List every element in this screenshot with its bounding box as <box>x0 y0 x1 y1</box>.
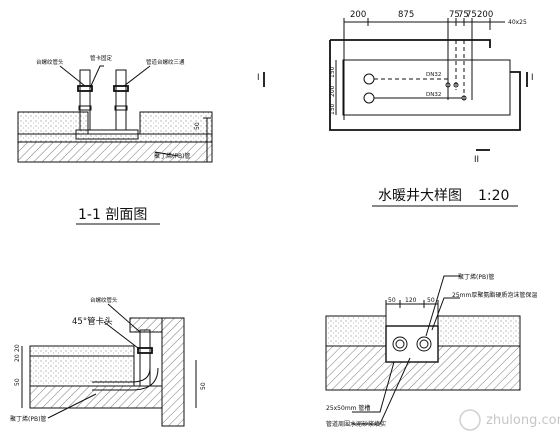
floor-screed-right <box>139 111 213 135</box>
trench-dim-50b: 50 <box>427 297 435 304</box>
plan-dim-75c: 75 <box>466 10 477 20</box>
elbow-dim-20b: 20 <box>14 344 21 352</box>
section-mark-left: I <box>257 73 260 83</box>
label-tee: 管道台螺纹三通 <box>146 58 185 66</box>
trench-screed-right <box>437 315 521 347</box>
watermark-text: zhulong.com <box>486 413 560 428</box>
plan-pipe-label-2: DN32 <box>426 92 441 98</box>
elbow-label-angle: 45°管卡头 <box>72 316 113 327</box>
pipe-circle-1 <box>363 73 375 85</box>
trench-box <box>385 325 439 363</box>
plan-dim-75a: 75 <box>449 10 460 20</box>
elbow-label-head: 台螺纹管头 <box>90 296 118 304</box>
trench-dim-120: 120 <box>405 297 417 304</box>
pipe-clamp-right <box>113 85 129 92</box>
plan-note-40x25: 40x25 <box>508 19 527 26</box>
elbow-dim-right-50: 50 <box>200 382 207 390</box>
floor-layer <box>17 133 213 143</box>
plan-dim-200a: 200 <box>350 10 366 20</box>
trench-pipe-1 <box>392 336 408 352</box>
section-1-1: 台螺纹管头 管卡固定 管道台螺纹三通 聚丁烯(PB)管 50 1-1 剖面图 <box>17 54 213 225</box>
elbow-pipe <box>92 367 151 383</box>
plan-detail: 200 875 75 75 75 200 40x25 DN32 DN32 150… <box>257 10 534 207</box>
trench-label-insulation: 25mm厚聚氨酯硬质泡沫管保温 <box>452 291 537 299</box>
elbow-label-pipe: 聚丁烯(PB)管 <box>10 415 46 423</box>
concrete-slab <box>17 141 213 163</box>
trench-label-fill: 管道周围水泥砂浆填实 <box>326 420 386 428</box>
elbow-section: 台螺纹管头 45°管卡头 聚丁烯(PB)管 50 20 20 50 <box>10 296 207 427</box>
plan-dim-75b: 75 <box>458 10 469 20</box>
trench-label-groove: 25x50mm 管槽 <box>326 404 370 412</box>
elbow-vertical-pipe <box>139 329 151 387</box>
plan-dim-200b: 200 <box>477 10 493 20</box>
trench-pipe-2 <box>416 336 432 352</box>
dim-50: 50 <box>194 122 201 130</box>
section-mark-right: I <box>531 73 534 83</box>
vertical-pipe-left <box>79 69 91 131</box>
vertical-pipe-right <box>115 69 127 131</box>
plan-side-dim-150b: 150 <box>329 103 336 115</box>
section-title: 1-1 剖面图 <box>78 207 147 223</box>
embedded-pipe <box>75 129 139 140</box>
elbow-slab <box>29 385 163 409</box>
plan-scale: 1:20 <box>478 188 509 204</box>
wall <box>161 317 185 427</box>
plan-side-dim-200: 200 <box>329 85 336 97</box>
plan-side-dim-150a: 150 <box>329 66 336 78</box>
label-thread-head: 台螺纹管头 <box>36 58 64 66</box>
trench-screed-left <box>325 315 387 347</box>
pipe-circle-2 <box>363 92 375 104</box>
trench-section: 50 120 50 聚丁烯(PB)管 25mm厚聚氨酯硬质泡沫管保温 25x50… <box>325 273 537 428</box>
plan-pipe-label-1: DN32 <box>426 72 441 78</box>
plan-title: 水暖井大样图 <box>378 188 462 204</box>
elbow-dim-50: 50 <box>14 378 21 386</box>
plan-dim-875: 875 <box>398 10 414 20</box>
section-mark-bottom: II <box>474 155 479 165</box>
shaft-inner <box>342 59 511 116</box>
trench-dim-50a: 50 <box>388 297 396 304</box>
watermark: zhulong.com <box>459 409 560 431</box>
floor-screed-left <box>17 111 89 135</box>
trench-label-pipe: 聚丁烯(PB)管 <box>458 273 494 281</box>
label-pb-pipe: 聚丁烯(PB)管 <box>154 152 190 160</box>
label-pipe-clamp: 管卡固定 <box>90 54 113 62</box>
elbow-dim-20a: 20 <box>14 354 21 362</box>
